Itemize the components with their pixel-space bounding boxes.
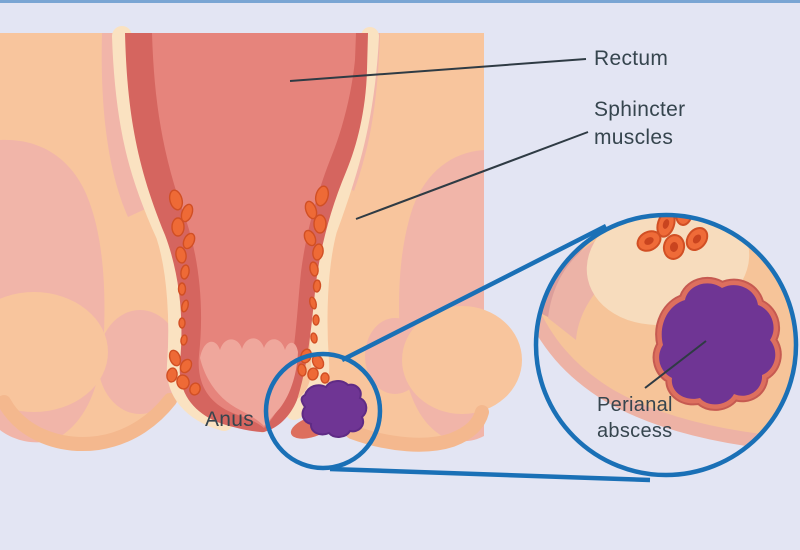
sphincter-muscles-label: Sphincter muscles (594, 98, 686, 149)
sphincter-pointer-line (355, 131, 589, 220)
zoom-fiber-dots (644, 215, 702, 252)
zoom-sphincter-fibers (636, 215, 709, 260)
skin-shading (0, 393, 489, 452)
zoom-circle-border (533, 212, 799, 478)
zoom-view (533, 212, 799, 478)
top-border-line (0, 0, 800, 3)
magnifier-tangent-bottom (329, 466, 651, 483)
magnifier-tangent-top (340, 223, 608, 363)
pointer-lines (289, 58, 589, 220)
inner-tissue-peach-highlights (0, 292, 522, 414)
magnifier (263, 223, 651, 483)
anal-canal (200, 338, 298, 426)
magnifier-source-circle (263, 351, 383, 471)
anus-label: Anus (205, 408, 255, 431)
sphincter-fibers-left (166, 189, 201, 396)
rectum-pointer-line (289, 58, 587, 82)
zoom-abscess (652, 276, 782, 411)
rectum-label: Rectum (594, 47, 669, 70)
sphincter-fibers-right (297, 185, 330, 384)
perianal-abscess-label: Perianal abscess (597, 394, 673, 443)
perianal-pointer-line (644, 340, 707, 389)
body-cross-section (0, 26, 522, 452)
abscess-small (290, 380, 368, 439)
rectum-interior (152, 33, 356, 428)
zoom-skin-edge (536, 299, 796, 452)
